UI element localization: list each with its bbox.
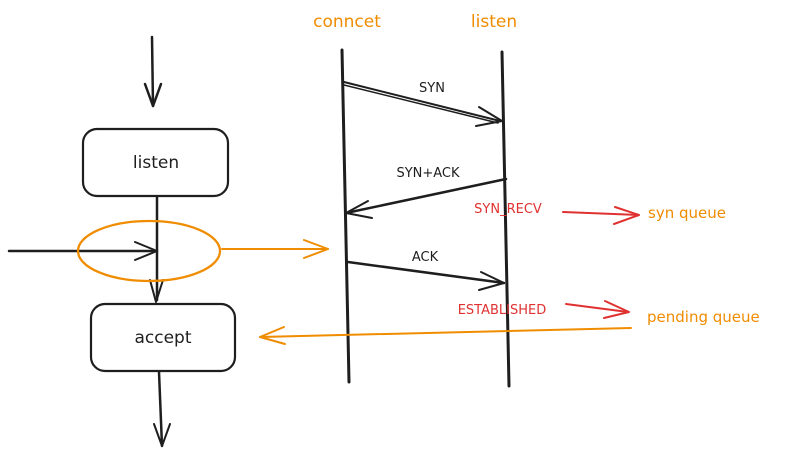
server-header: listen (471, 12, 517, 32)
syn-ack-label: SYN+ACK (396, 166, 460, 181)
listen-box-label: listen (133, 153, 179, 173)
client-lifeline (340, 48, 351, 384)
incoming-arrow (143, 35, 163, 108)
ack-label: ACK (412, 250, 439, 265)
listen-box[interactable]: listen (81, 127, 230, 198)
outgoing-arrow (153, 370, 171, 448)
flow-diagram: listen accept (7, 35, 329, 448)
pending-to-accept-arrow (259, 326, 632, 345)
syn-recv-state: SYN_RECV (474, 202, 640, 225)
server-lifeline (500, 50, 511, 388)
syn-recv-label: SYN_RECV (474, 202, 542, 217)
queue-highlight-ellipse (76, 219, 222, 283)
connection-arrow (7, 241, 159, 261)
established-label: ESTABLISHED (458, 303, 547, 318)
accept-box-label: accept (134, 328, 191, 348)
sequence-diagram: conncet listen SYN SYN+ACK ACK SYN_RECV (259, 12, 760, 388)
established-state: ESTABLISHED (458, 300, 630, 319)
accept-box[interactable]: accept (89, 302, 237, 373)
syn-ack-message: SYN+ACK (344, 166, 508, 219)
client-header: conncet (313, 12, 381, 32)
syn-label: SYN (419, 81, 445, 96)
listen-to-accept-arrow (149, 195, 164, 303)
highlight-to-sequence-arrow (221, 239, 329, 259)
ack-message: ACK (346, 250, 506, 291)
pending-queue-label: pending queue (647, 308, 760, 326)
syn-message: SYN (343, 81, 503, 127)
syn-queue-label: syn queue (648, 204, 726, 222)
